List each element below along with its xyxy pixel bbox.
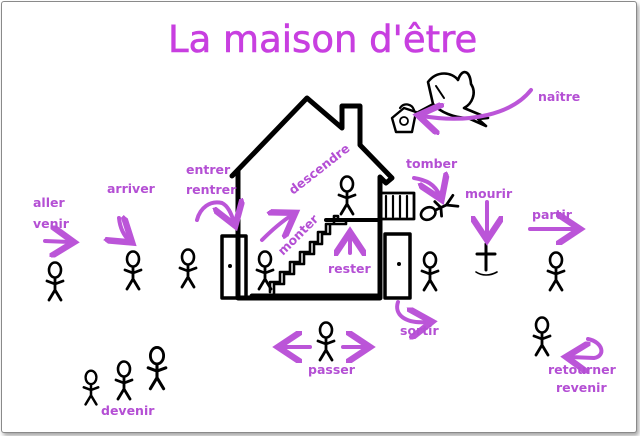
stork-icon bbox=[390, 70, 490, 134]
label-retourner: retourner bbox=[548, 362, 617, 377]
label-rentrer: rentrer bbox=[186, 182, 237, 197]
label-naitre: naître bbox=[538, 89, 580, 104]
label-passer: passer bbox=[308, 362, 356, 377]
house-icon bbox=[220, 95, 416, 301]
label-tomber: tomber bbox=[406, 156, 458, 171]
arrow-icon bbox=[43, 88, 604, 358]
label-mourir: mourir bbox=[465, 186, 513, 201]
label-partir: partir bbox=[532, 207, 573, 222]
page-title: La maison d'être bbox=[168, 18, 477, 61]
label-venir: venir bbox=[33, 216, 70, 231]
cross-icon bbox=[475, 242, 498, 276]
label-aller: aller bbox=[33, 195, 65, 210]
label-arriver: arriver bbox=[107, 181, 156, 196]
label-sortir: sortir bbox=[400, 323, 439, 338]
balcony-icon bbox=[378, 191, 416, 221]
stairs-icon bbox=[268, 214, 380, 296]
label-revenir: revenir bbox=[556, 380, 607, 395]
label-rester: rester bbox=[328, 261, 372, 276]
label-devenir: devenir bbox=[101, 403, 155, 418]
label-entrer: entrer bbox=[186, 162, 231, 177]
